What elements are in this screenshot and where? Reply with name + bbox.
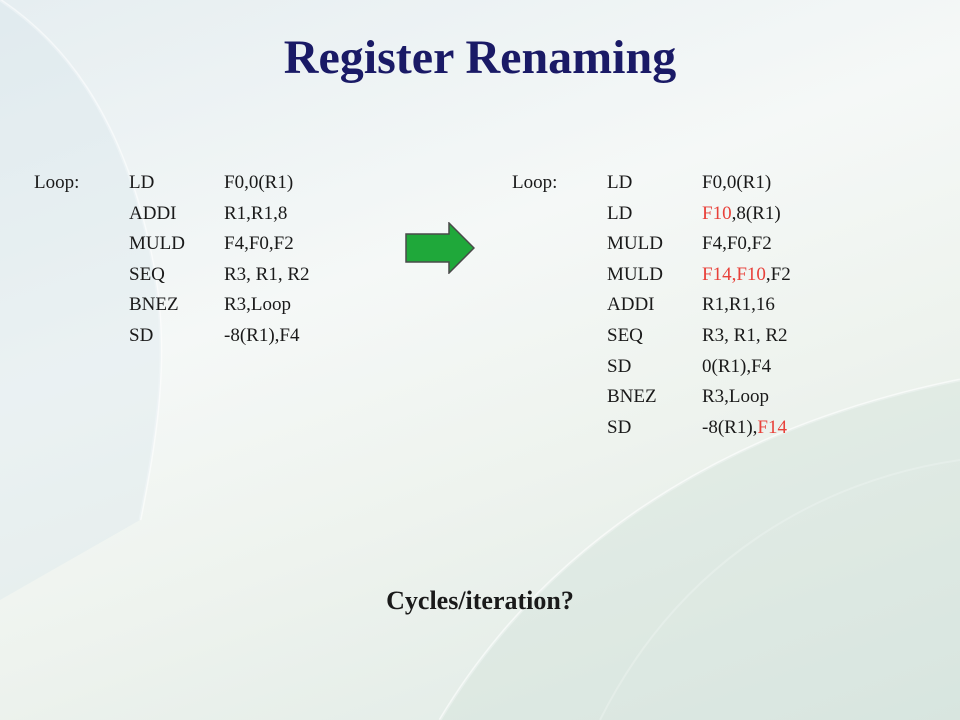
- opcode: ADDI: [129, 202, 177, 224]
- operand-text: R3,Loop: [224, 294, 292, 316]
- code-line: ADDI R1,R1,16: [512, 290, 791, 321]
- operand-text: F0,0(R1): [224, 172, 294, 193]
- loop-label: Loop:: [34, 172, 80, 193]
- loop-label: [512, 199, 607, 230]
- operand-text: -8(R1),F4: [224, 324, 300, 346]
- loop-label: [34, 199, 129, 230]
- operand-text: ,F2: [765, 263, 791, 285]
- operands: R3,Loop: [224, 290, 291, 321]
- operands: R3,Loop: [702, 382, 769, 413]
- opcode: LD: [607, 202, 633, 224]
- opcode: ADDI: [607, 294, 655, 316]
- operand-text: -8(R1),: [702, 416, 758, 438]
- code-line: SEQ R3, R1, R2: [512, 321, 791, 352]
- operand-text: R3,Loop: [702, 386, 770, 408]
- loop-label: [512, 229, 607, 260]
- opcode: SD: [129, 324, 154, 346]
- operands: F4,F0,F2: [224, 229, 294, 260]
- opcode: MULD: [129, 233, 185, 255]
- operand-text: F4,F0,F2: [702, 233, 772, 255]
- code-line: ADDI R1,R1,8: [34, 199, 310, 230]
- operands: -8(R1),F4: [224, 321, 299, 352]
- code-line: BNEZ R3,Loop: [34, 290, 310, 321]
- loop-label: [512, 321, 607, 352]
- loop-label: [512, 413, 607, 444]
- operand-text: R3, R1, R2: [702, 324, 788, 346]
- opcode: MULD: [607, 233, 663, 255]
- opcode: BNEZ: [607, 386, 657, 408]
- operand-text: F0,0(R1): [702, 172, 772, 193]
- code-line: MULD F4,F0,F2: [34, 229, 310, 260]
- code-line: SEQ R3, R1, R2: [34, 260, 310, 291]
- opcode: BNEZ: [129, 294, 179, 316]
- opcode: SEQ: [607, 324, 643, 346]
- operands: F0,0(R1): [702, 168, 771, 199]
- operands: 0(R1),F4: [702, 352, 771, 383]
- right-arrow-icon: [405, 222, 475, 274]
- code-line: Loop: LD F0,0(R1): [34, 168, 310, 199]
- loop-label: [512, 260, 607, 291]
- operands: F10,8(R1): [702, 199, 781, 230]
- code-line: SD 0(R1),F4: [512, 352, 791, 383]
- operand-text: F4,F0,F2: [224, 233, 294, 255]
- loop-label: [34, 290, 129, 321]
- opcode: LD: [607, 172, 633, 193]
- operand-text: R1,R1,16: [702, 294, 775, 316]
- loop-label: [34, 229, 129, 260]
- operands: F14,F10,F2: [702, 260, 791, 291]
- code-line: MULD F4,F0,F2: [512, 229, 791, 260]
- loop-label: [512, 382, 607, 413]
- cycles-question: Cycles/iteration?: [386, 586, 574, 615]
- operand-text: R1,R1,8: [224, 202, 288, 224]
- opcode: SEQ: [129, 263, 165, 285]
- code-line: LD F10,8(R1): [512, 199, 791, 230]
- renamed-register: F10: [702, 202, 732, 224]
- renamed-register: F14: [757, 416, 787, 438]
- operands: F4,F0,F2: [702, 229, 772, 260]
- loop-label: [512, 352, 607, 383]
- operand-text: R3, R1, R2: [224, 263, 310, 285]
- code-line: SD -8(R1),F4: [34, 321, 310, 352]
- code-line: SD -8(R1),F14: [512, 413, 791, 444]
- opcode: LD: [129, 172, 155, 193]
- operands: F0,0(R1): [224, 168, 293, 199]
- operand-text: ,8(R1): [731, 202, 781, 224]
- operands: R1,R1,8: [224, 199, 287, 230]
- opcode: MULD: [607, 263, 663, 285]
- operands: R3, R1, R2: [702, 321, 788, 352]
- loop-label: [34, 260, 129, 291]
- loop-label: Loop:: [512, 172, 558, 193]
- opcode: SD: [607, 416, 632, 438]
- loop-label: [34, 321, 129, 352]
- renamed-register: F14,F10: [702, 263, 766, 285]
- operands: R3, R1, R2: [224, 260, 310, 291]
- opcode: SD: [607, 355, 632, 377]
- slide-title: Register Renaming: [283, 31, 677, 84]
- code-line: BNEZ R3,Loop: [512, 382, 791, 413]
- code-line: Loop: LD F0,0(R1): [512, 168, 791, 199]
- code-line: MULD F14,F10,F2: [512, 260, 791, 291]
- operands: -8(R1),F14: [702, 413, 787, 444]
- operand-text: 0(R1),F4: [702, 355, 772, 377]
- loop-label: [512, 290, 607, 321]
- operands: R1,R1,16: [702, 290, 775, 321]
